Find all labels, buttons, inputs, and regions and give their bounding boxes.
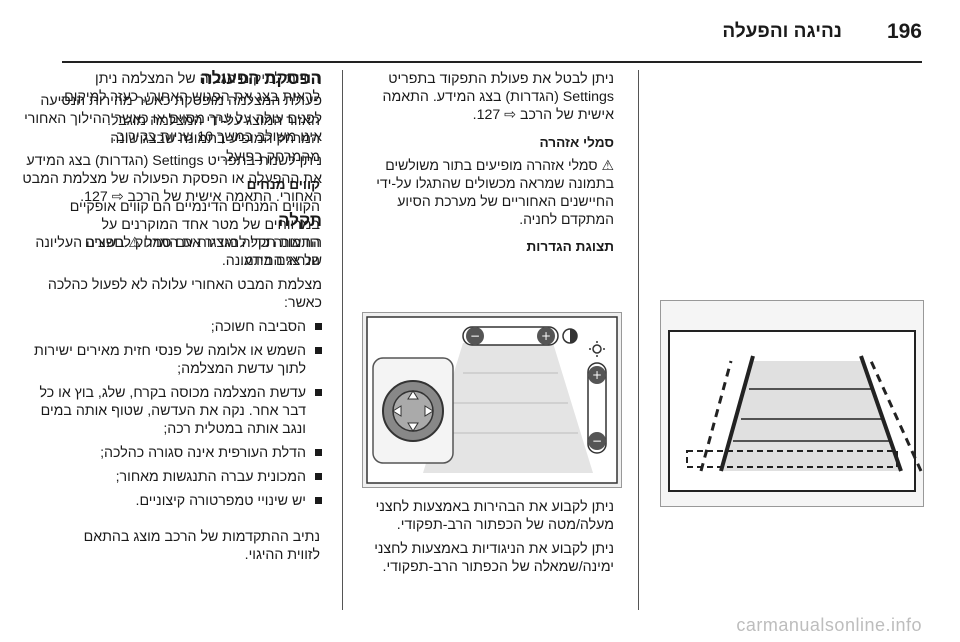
- list-item: הדלת העורפית אינה סגורה כהלכה;: [20, 444, 322, 462]
- settings-figure: − + + −: [362, 312, 622, 488]
- column-left: הפסקת הפעולה פעולת המצלמה מופסקת כאשר מה…: [20, 70, 322, 516]
- chapter-title: נהיגה והפעלה: [722, 21, 842, 42]
- paragraph: האזור המוצג על-ידי המצלמה מוגבל. המרחק ה…: [107, 113, 320, 165]
- section-heading: קווים מנחים: [246, 177, 320, 192]
- svg-text:−: −: [470, 329, 480, 343]
- list-item: עדשת המצלמה מכוסה בקרח, שלג, בוץ או כל ד…: [20, 384, 322, 438]
- column-divider: [638, 70, 639, 610]
- brightness-slider: [587, 362, 607, 454]
- guide-lines: [719, 355, 903, 472]
- column-middle: ניתן לבטל את פעולת התפקוד בתפריט Setting…: [362, 70, 614, 260]
- guidelines-diagram: [668, 330, 923, 492]
- contrast-minus-button: [466, 327, 484, 345]
- paragraph: ניתן לקבוע את הניגודיות באמצעות לחצני ימ…: [374, 541, 614, 575]
- guidelines-figure: [660, 300, 924, 507]
- svg-text:+: +: [541, 329, 551, 343]
- list-item: הסביבה חשוכה;: [20, 318, 322, 336]
- section-heading: הפסקת הפעולה: [200, 69, 322, 88]
- paragraph: ניתן לשנות בתפריט Settings (הגדרות) בצג …: [22, 153, 322, 205]
- figure-caption-block: נתיב ההתקדמות של הרכב מוצג בהתאם לזווית …: [60, 528, 320, 570]
- paragraph: מצלמת המבט האחורי עלולה לא לפעול כהלכה כ…: [47, 277, 322, 311]
- bullet-list: הסביבה חשוכה; השמש או אלומה של פנסי חזית…: [20, 318, 322, 510]
- list-item: המכונית עברה התנגשות מאחור;: [20, 468, 322, 486]
- paragraph: פעולת המצלמה מופסקת כאשר מהירות הנסיעה ל…: [24, 93, 322, 145]
- contrast-slider: [462, 326, 559, 346]
- paragraph: נתיב ההתקדמות של הרכב מוצג בהתאם לזווית …: [83, 529, 320, 563]
- bumper-line: [686, 450, 898, 468]
- section-heading: תקלה: [278, 211, 322, 230]
- column-right: הודות למיקום הגבוה של המצלמה ניתן לראות …: [60, 70, 320, 276]
- settings-caption-block: ניתן לקבוע את הבהירות באמצעות לחצני מעלה…: [362, 498, 614, 582]
- header-rule: [62, 61, 922, 63]
- list-item: יש שינויי טמפרטורה קיצוניים.: [20, 492, 322, 510]
- page-header: 196 נהיגה והפעלה: [0, 0, 960, 63]
- section-heading: סמלי אזהרה: [539, 135, 614, 150]
- contrast-plus-button: [537, 327, 555, 345]
- lane-area: [423, 343, 593, 473]
- paragraph: הקווים המנחים הדינמיים הם קווים אופקיים …: [69, 199, 320, 269]
- column-divider: [342, 70, 343, 610]
- list-item: השמש או אלומה של פנסי חזית מאירים ישירות…: [20, 342, 322, 378]
- brightness-plus-button: [588, 366, 606, 384]
- svg-text:−: −: [592, 434, 602, 448]
- paragraph: ניתן לבטל את פעולת התפקוד בתפריט Setting…: [382, 71, 614, 123]
- brightness-icon: [589, 341, 605, 357]
- watermark: carmanualsonline.info: [736, 615, 922, 635]
- page-number: 196: [886, 20, 922, 43]
- paragraph: הודות למיקום הגבוה של המצלמה ניתן לראות …: [60, 71, 320, 105]
- paragraph: ⚠ סמלי אזהרה מופיעים בתור משולשים בתמונה…: [376, 157, 614, 227]
- knob-arrows-icon: [392, 390, 434, 432]
- brightness-minus-button: [588, 432, 606, 450]
- svg-text:+: +: [592, 368, 602, 382]
- paragraph: הודעות תקלה מוצגות עם סמל ⚠ בשורה העליונ…: [35, 235, 322, 269]
- paragraph: ניתן לקבוע את הבהירות באמצעות לחצני מעלה…: [375, 499, 614, 533]
- section-heading: תצוגת הגדרות: [526, 239, 614, 254]
- settings-diagram: − + + −: [366, 316, 618, 484]
- lane-lines: [443, 372, 578, 434]
- dynamic-lines: [699, 360, 923, 472]
